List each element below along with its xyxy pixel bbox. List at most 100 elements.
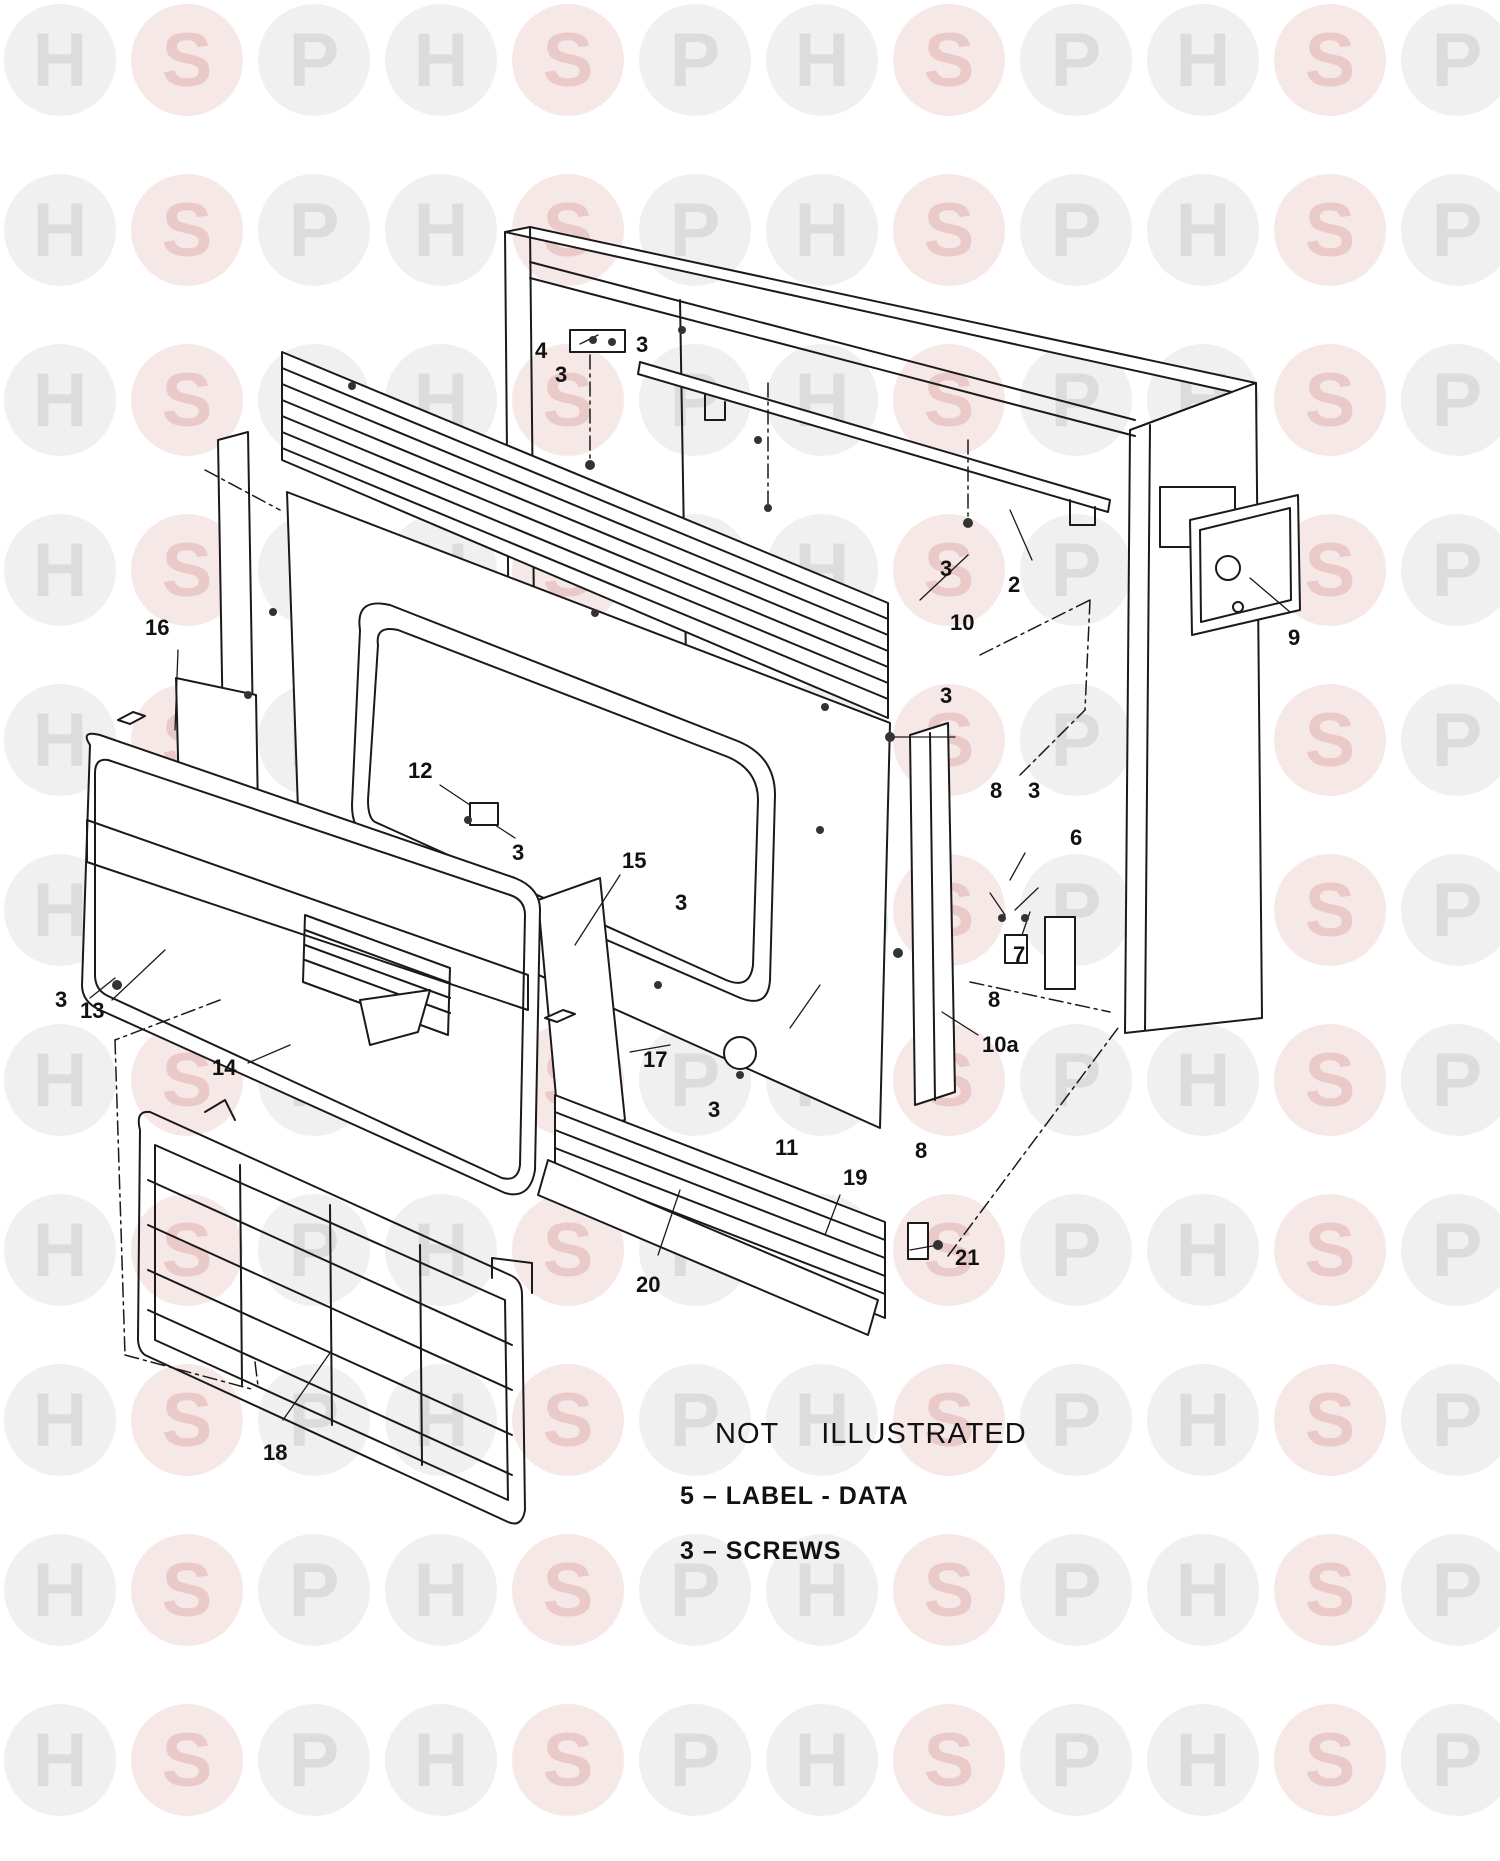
watermark-p-tile: P [1020, 4, 1132, 116]
watermark-letter: P [1432, 698, 1483, 783]
watermark-circle [4, 1534, 116, 1646]
watermark-s-tile: S [1274, 1024, 1386, 1136]
alignment-lines [114, 354, 1119, 1391]
watermark-letter: S [1305, 358, 1356, 443]
bracket-6 [1044, 916, 1076, 990]
watermark-circle [131, 514, 243, 626]
watermark-circle [1401, 1704, 1500, 1816]
callout-4: 4 [535, 338, 548, 363]
watermark-circle [512, 1534, 624, 1646]
watermark-h-tile: H [1147, 4, 1259, 116]
note-item: 5 – LABEL - DATA [680, 1482, 909, 1511]
watermark-letter: P [289, 18, 340, 103]
watermark-circle [1020, 1194, 1132, 1306]
watermark-circle [1147, 1024, 1259, 1136]
watermark-letter: S [162, 528, 213, 613]
watermark-p-tile: P [1401, 174, 1500, 286]
callout-13: 13 [80, 998, 104, 1023]
bracket-4 [569, 329, 626, 353]
watermark-s-tile: S [893, 1704, 1005, 1816]
callout-3: 3 [708, 1097, 720, 1122]
watermark-circle [1147, 1534, 1259, 1646]
note-item-text: SCREWS [725, 1537, 842, 1565]
watermark-letter: S [543, 18, 594, 103]
callout-14: 14 [212, 1055, 237, 1080]
watermark-letter: H [414, 188, 469, 273]
watermark-p-tile: P [639, 1364, 751, 1476]
watermark-circle [131, 344, 243, 456]
watermark-letter: P [1051, 18, 1102, 103]
watermark-circle [1274, 854, 1386, 966]
callout-3: 3 [512, 840, 524, 865]
watermark-p-tile: P [1020, 1194, 1132, 1306]
watermark-letter: P [1051, 188, 1102, 273]
watermark-s-tile: S [512, 1534, 624, 1646]
watermark-h-tile: H [1147, 174, 1259, 286]
inner-plate [537, 877, 626, 1141]
clip-7 [1004, 934, 1028, 964]
watermark-letter: H [1176, 188, 1231, 273]
watermark-letter: S [924, 528, 975, 613]
watermark-letter: H [795, 1548, 850, 1633]
watermark-s-tile: S [1274, 174, 1386, 286]
watermark-s-tile: S [512, 1194, 624, 1306]
watermark-letter: P [1432, 18, 1483, 103]
watermark-circle [1274, 4, 1386, 116]
watermark-letter: S [924, 1548, 975, 1633]
watermark-letter: S [924, 1718, 975, 1803]
watermark-p-tile: P [639, 4, 751, 116]
watermark-circle [512, 1364, 624, 1476]
watermark-s-tile: S [893, 174, 1005, 286]
watermark-p-tile: P [1401, 514, 1500, 626]
watermark-letter: H [33, 528, 88, 613]
watermark-circle [1147, 174, 1259, 286]
watermark-h-tile: H [385, 174, 497, 286]
watermark-circle [385, 1534, 497, 1646]
watermark-letter: S [162, 1718, 213, 1803]
watermark-letter: H [1176, 1208, 1231, 1293]
watermark-circle [1020, 1534, 1132, 1646]
watermark-circle [131, 1364, 243, 1476]
watermark-circle [1147, 1364, 1259, 1476]
watermark-h-tile: H [4, 1364, 116, 1476]
watermark-circle [1147, 4, 1259, 116]
watermark-h-tile: H [1147, 1194, 1259, 1306]
watermark-s-tile: S [131, 1704, 243, 1816]
watermark-p-tile: P [1401, 854, 1500, 966]
watermark-h-tile: H [4, 1194, 116, 1306]
watermark-circle [766, 4, 878, 116]
watermark-h-tile: H [766, 1534, 878, 1646]
cable-clamp [723, 1036, 757, 1070]
watermark-h-tile: H [385, 1704, 497, 1816]
watermark-letter: P [1051, 1208, 1102, 1293]
watermark-h-tile: H [385, 1194, 497, 1306]
watermark-p-tile: P [258, 1194, 370, 1306]
watermark-letter: P [1432, 1718, 1483, 1803]
watermark-circle [1147, 1194, 1259, 1306]
watermark-letter: P [1051, 528, 1102, 613]
watermark-letter: P [1051, 1718, 1102, 1803]
watermark-letter: S [1305, 18, 1356, 103]
watermark-letter: S [924, 1208, 975, 1293]
watermark-circle [131, 1704, 243, 1816]
watermark-letter: S [543, 1208, 594, 1293]
watermark-letter: H [1176, 1038, 1231, 1123]
watermark-circle [766, 1534, 878, 1646]
leader-lines [89, 334, 1291, 1421]
watermark-circle [1020, 1364, 1132, 1476]
watermark-circle [1274, 1364, 1386, 1476]
callout-7: 7 [1013, 942, 1025, 967]
watermark-circle [639, 1534, 751, 1646]
watermark-letter: S [543, 1378, 594, 1463]
fire-guard [137, 1099, 533, 1525]
watermark-circle [512, 1704, 624, 1816]
watermark-circle [1274, 1534, 1386, 1646]
watermark-letter: P [1432, 1548, 1483, 1633]
watermark-s-tile: S [131, 1364, 243, 1476]
note-item-number: 5 [680, 1482, 695, 1510]
watermark-circle [1020, 174, 1132, 286]
watermark-h-tile: H [4, 174, 116, 286]
watermark-s-tile: S [1274, 1704, 1386, 1816]
watermark-p-tile: P [639, 1534, 751, 1646]
watermark-p-tile: P [1401, 4, 1500, 116]
